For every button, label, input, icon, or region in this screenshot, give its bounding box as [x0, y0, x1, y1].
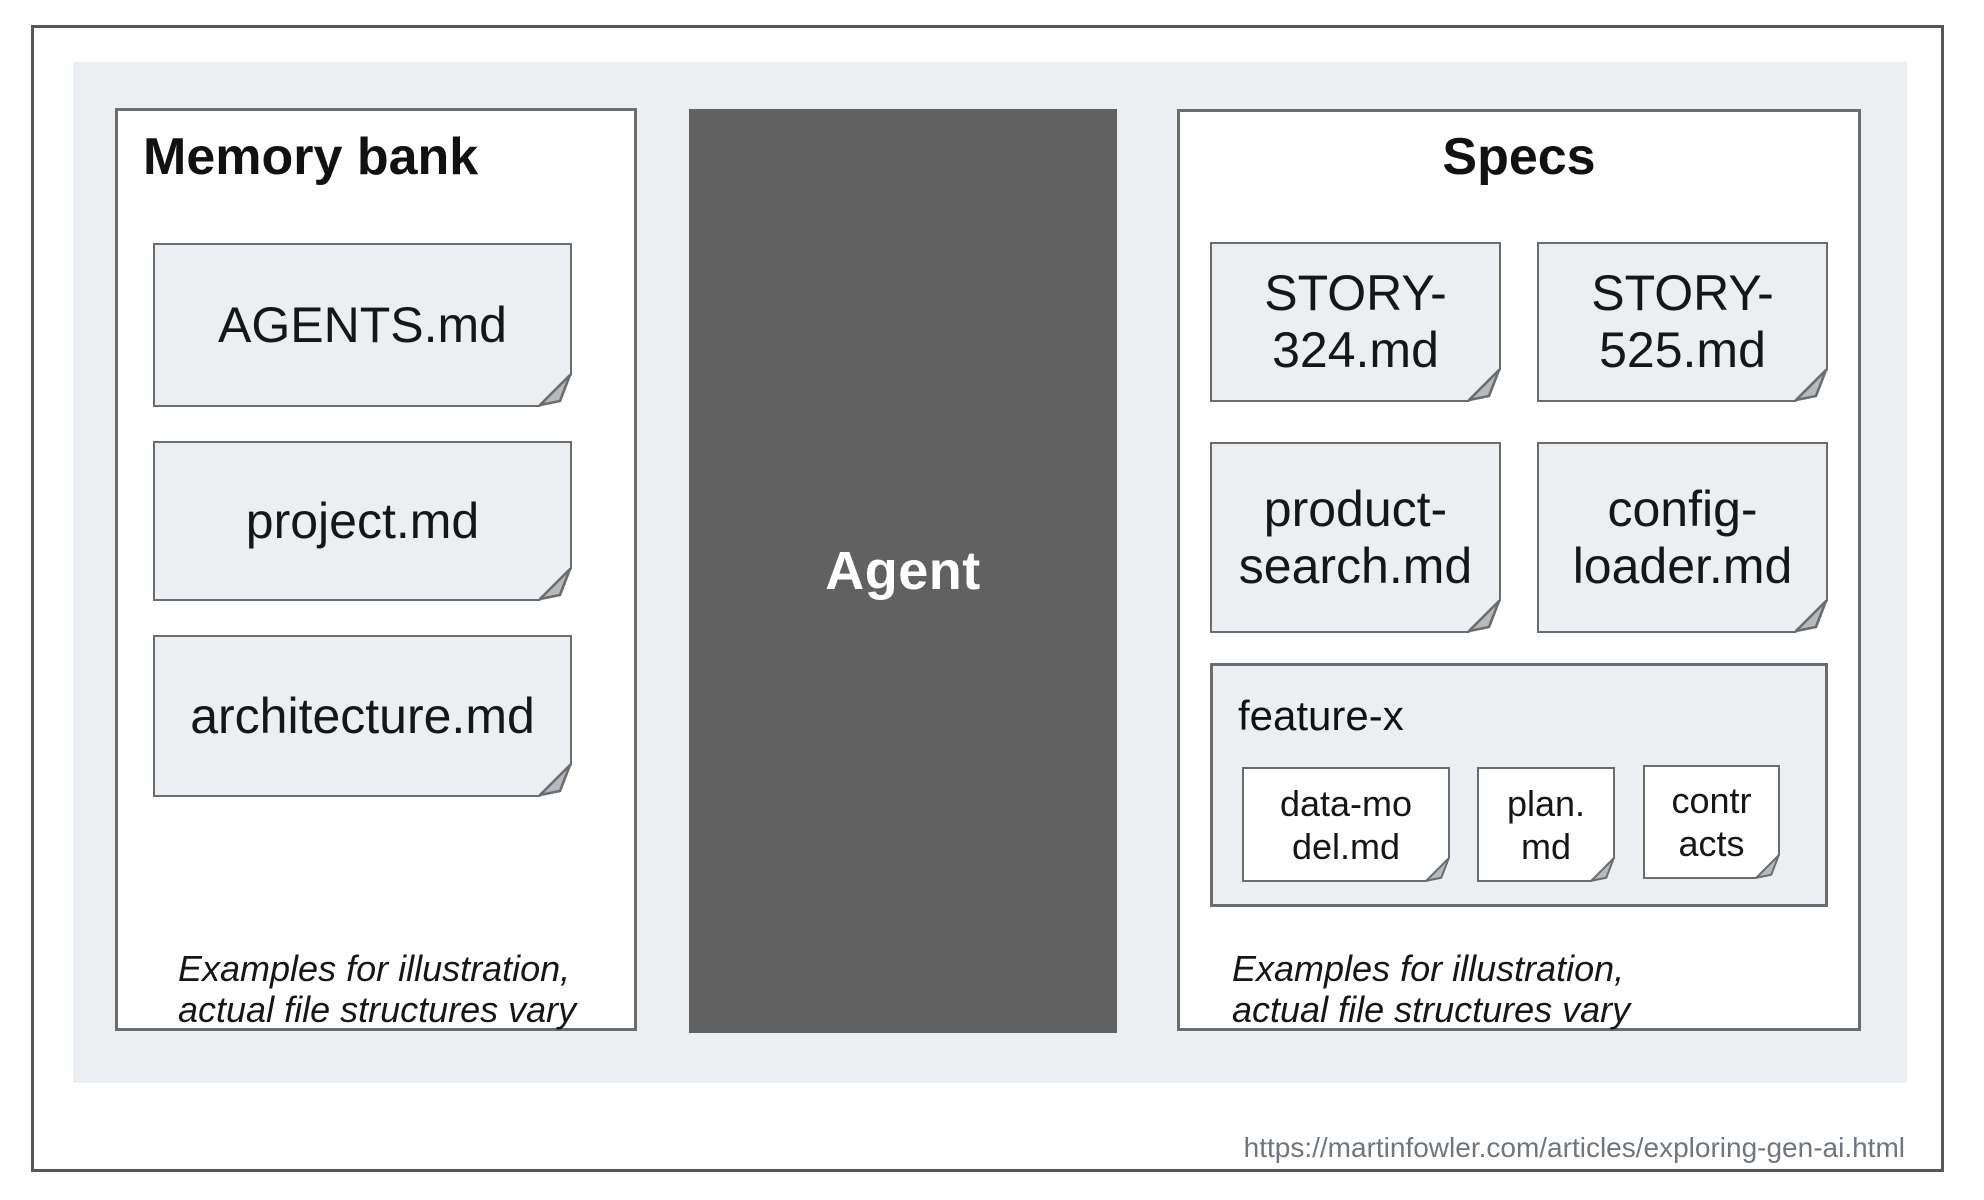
memory-bank-note: Examples for illustration, actual file s…	[178, 948, 577, 1030]
page-fold-icon	[1467, 599, 1502, 634]
agent-label: Agent	[825, 541, 981, 601]
feature-x-folder-title: feature-x	[1238, 692, 1404, 739]
page-fold-icon	[1755, 854, 1781, 880]
specs-note: Examples for illustration, actual file s…	[1232, 948, 1631, 1030]
file-label: STORY- 324.md	[1264, 265, 1447, 378]
file-card-data-model: data-mo del.md	[1242, 767, 1451, 883]
file-card-story-525: STORY- 525.md	[1537, 242, 1829, 403]
file-label: data-mo del.md	[1279, 782, 1413, 867]
file-card-plan-md: plan. md	[1477, 767, 1616, 883]
specs-title: Specs	[1442, 128, 1596, 186]
file-card-agents-md: AGENTS.md	[153, 243, 573, 408]
page-fold-icon	[1794, 599, 1829, 634]
page-fold-icon	[1590, 857, 1616, 883]
page-fold-icon	[1425, 857, 1451, 883]
page-fold-icon	[1794, 368, 1829, 403]
file-label: plan. md	[1506, 782, 1586, 867]
file-label: contr acts	[1671, 780, 1752, 864]
page-fold-icon	[538, 763, 573, 798]
file-card-contracts: contr acts	[1643, 765, 1781, 880]
file-card-architecture-md: architecture.md	[153, 635, 573, 798]
page-fold-icon	[538, 373, 573, 408]
file-label: project.md	[245, 492, 480, 549]
page-fold-icon	[1467, 368, 1502, 403]
file-label: architecture.md	[190, 687, 535, 744]
file-label: product- search.md	[1238, 480, 1473, 594]
source-url: https://martinfowler.com/articles/explor…	[1243, 1132, 1905, 1163]
file-label: STORY- 525.md	[1591, 265, 1774, 378]
file-card-project-md: project.md	[153, 441, 573, 602]
memory-bank-title: Memory bank	[143, 128, 479, 186]
page-fold-icon	[538, 567, 573, 602]
file-card-config-loader: config- loader.md	[1537, 442, 1829, 634]
file-card-product-search: product- search.md	[1210, 442, 1502, 634]
file-label: AGENTS.md	[218, 296, 507, 353]
agent-box: Agent	[689, 109, 1117, 1033]
file-label: config- loader.md	[1572, 480, 1793, 594]
file-card-story-324: STORY- 324.md	[1210, 242, 1502, 403]
